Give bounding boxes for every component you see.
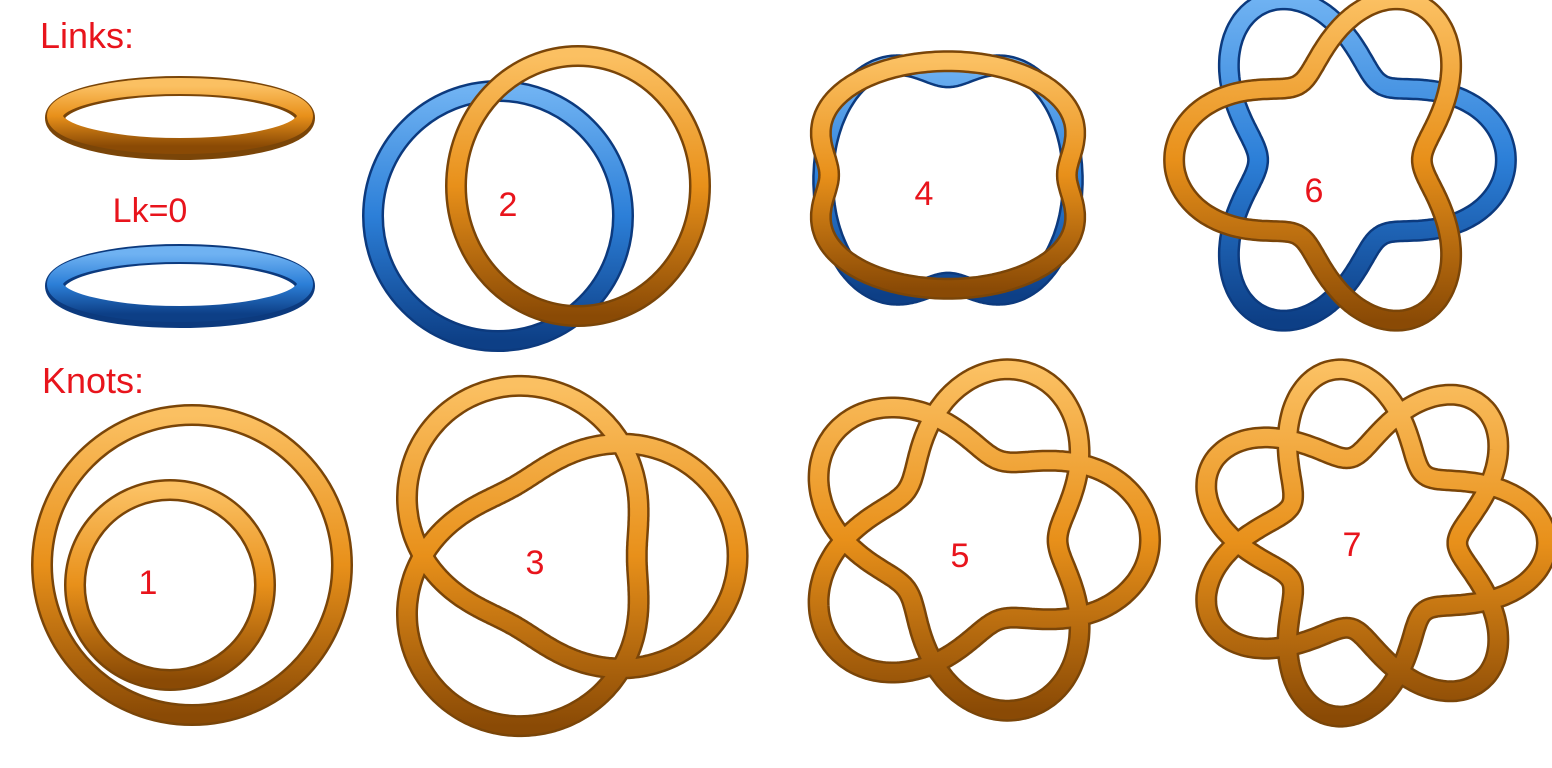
- knot-3-label: 3: [526, 544, 545, 582]
- tube-outline: [1217, 0, 1517, 332]
- link-4-label: 4: [915, 175, 934, 213]
- knot-3-tube: [396, 374, 749, 738]
- link-2: 2: [362, 45, 711, 352]
- link-6-orange-component: [1163, 0, 1463, 332]
- links-heading: Links:: [40, 15, 134, 56]
- knot-5: 5: [807, 358, 1161, 722]
- knot-3: 3: [396, 374, 749, 738]
- tube-body: [1165, 0, 1460, 330]
- knot-1: 1: [31, 404, 353, 726]
- link-2-label: 2: [499, 186, 518, 224]
- tube-body: [812, 52, 1084, 298]
- knot-5-label: 5: [951, 537, 970, 575]
- link-6-blue-component: [1217, 0, 1517, 332]
- knot-1-label: 1: [139, 564, 158, 602]
- knots-heading: Knots:: [42, 360, 144, 401]
- tube-outline: [396, 374, 749, 738]
- tube-body: [398, 377, 747, 735]
- knot-5-tube: [807, 358, 1161, 722]
- link-lk0: Lk=0: [45, 76, 315, 328]
- hopf-orange-ring: [447, 47, 709, 325]
- knot-7: 7: [1195, 358, 1552, 728]
- tube-outline: [807, 358, 1161, 722]
- tube-body: [810, 360, 1159, 720]
- knot-1-inner-loop: [66, 481, 274, 689]
- link-lk0-label: Lk=0: [113, 192, 188, 230]
- link-4: 4: [809, 50, 1087, 306]
- link-6-label: 6: [1305, 172, 1324, 210]
- unlinked-blue-torus: [47, 246, 313, 322]
- link-6: 6: [1163, 0, 1517, 332]
- knot-7-label: 7: [1343, 526, 1362, 564]
- unlinked-orange-torus: [47, 78, 313, 154]
- knot-7-tube: [1195, 358, 1552, 728]
- tube-body: [1220, 0, 1515, 330]
- knot-1-outer-loop: [33, 406, 351, 724]
- link-4-orange-component: [809, 50, 1087, 300]
- tube-body: [1197, 360, 1552, 726]
- tube-outline: [1163, 0, 1463, 332]
